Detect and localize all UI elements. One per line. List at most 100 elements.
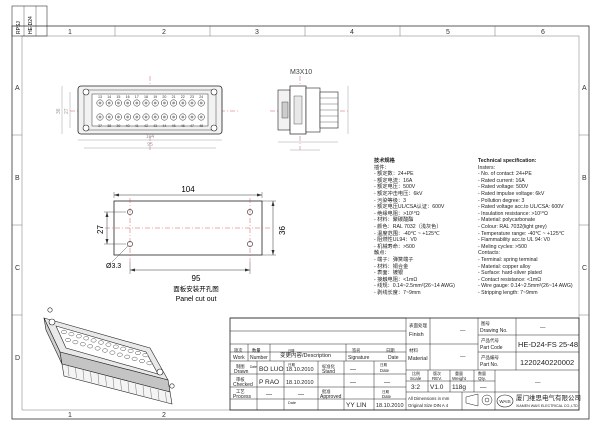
spec-cn-header: 技术规格 [374, 158, 395, 164]
weight-value: 118g [452, 384, 466, 391]
spec-en-header: Technical specification: [478, 158, 537, 164]
drawn-label-cn: 制图 [236, 363, 245, 370]
right-dash: — [535, 380, 541, 386]
iso-pins [61, 330, 153, 366]
spec-cn-line: - 颜色：RAL 7032（浅灰色） [374, 223, 442, 230]
company-logo: WAIS [496, 394, 514, 408]
qty-label-en: Qty. [478, 376, 486, 381]
contact-pin-core [172, 101, 176, 105]
iso-contact [76, 334, 82, 339]
iso-contact [83, 336, 89, 341]
spec-en-line: - Meling cycles: >500 [478, 243, 527, 250]
mounting-screw-br [210, 124, 218, 132]
dim-overall-length: 104 [181, 185, 195, 194]
scale-label-en: Scale [410, 376, 422, 381]
approved-label-en: Approved [320, 394, 342, 400]
col-number-6: 6 [541, 29, 545, 36]
company-name-cn: 厦门维思电气有限公司 [516, 393, 581, 402]
scale-label-cn: 比例 [412, 370, 420, 376]
iso-rib [90, 371, 92, 383]
approved-label-cn: 批准 [322, 388, 331, 395]
contact-pin-core [153, 101, 157, 105]
iso-contact [80, 342, 86, 347]
description-label: 变更内容/Description [280, 351, 331, 359]
cutout-hole-bl [127, 241, 133, 247]
spec-cn-line: - 额定电压：500V [374, 184, 416, 191]
drawn-name: BO LUO [259, 366, 284, 373]
finish-label-en: Finish [409, 332, 424, 338]
iso-contact [139, 359, 145, 364]
contact-pin-core [190, 115, 194, 119]
finish-value: — [460, 328, 466, 334]
contact-pin-core [172, 115, 176, 119]
pin-number-label: 19 [153, 95, 157, 99]
date-col-label-cn-a: 日期 [288, 362, 296, 367]
contact-pin-core [98, 115, 102, 119]
iso-contact [127, 348, 134, 353]
iso-rib [135, 383, 137, 395]
spec-en-line: - Pollution degree: 3 [478, 197, 525, 204]
top-view-dim-outer: 104 [146, 134, 155, 140]
dim-hole-spacing: 95 [192, 274, 201, 283]
iso-rib [142, 385, 145, 397]
pin-number-label: 38 [107, 124, 111, 128]
drawing-no-label-cn: 图号 [481, 321, 490, 327]
date-label-cn: 日期 [386, 348, 395, 354]
part-code-label-cn: 产品代号 [481, 337, 499, 344]
corner-stamp-line2: HE-D24 [28, 16, 34, 34]
spec-cn-line: - 额定数：24+PE [374, 171, 414, 178]
iso-contact [109, 350, 116, 355]
row-letter-b: B [15, 175, 20, 182]
iso-rib [150, 387, 152, 399]
pin-grid [96, 99, 205, 121]
approved-name: YY LIN [346, 402, 367, 409]
approved-date: 18.10.2010 [376, 403, 404, 409]
cutout-title-cn: 面板安装开孔图 [173, 284, 219, 293]
spec-cn-line: 触点： [374, 250, 390, 257]
title-block-text: 表面处理 Finish — 材料 Material — 图号 Drawing N… [233, 321, 581, 409]
std-label-en: Stand [322, 369, 335, 375]
mounting-screw-tr [210, 88, 218, 96]
spec-en-line: - Material: copper alloy [478, 263, 531, 270]
checked-label-cn: 审核 [236, 376, 245, 383]
pin-number-label: 39 [116, 124, 120, 128]
spec-en-line: - Material: polycarbonate [478, 217, 536, 224]
pin-number-label: 47 [190, 124, 194, 128]
iso-rib [67, 365, 70, 377]
weight-label-cn: 重量 [455, 370, 463, 376]
spec-cn-line: - 端子：弹簧端子 [374, 256, 414, 263]
contact-pin-core [126, 115, 129, 119]
iso-contact [87, 344, 93, 349]
std-dash-2: — [384, 380, 390, 386]
cutout-hole-tr [247, 209, 253, 215]
col-number-3: 3 [255, 29, 259, 36]
number-label-cn: 数量 [252, 347, 261, 354]
rev-label-cn: 版次 [433, 370, 441, 376]
spec-cn-line: - 材料：聚碳酸酯 [374, 217, 414, 224]
part-no-value: 1220240220002 [520, 358, 574, 367]
iso-contact [135, 351, 141, 356]
contact-pin-core [199, 115, 203, 119]
signature-label-cn: 签名 [352, 347, 361, 354]
iso-contact [105, 342, 112, 347]
pin-number-label: 22 [181, 95, 185, 99]
spec-cn-line: - 机械寿命：>500 [374, 243, 415, 250]
date-col-label-cn-b: 日期 [380, 362, 388, 367]
spec-en-line: - Insulation resistance: >10¹⁰Ω [478, 210, 548, 217]
checked-name: P RAO [259, 379, 279, 386]
col-number-5: 5 [446, 29, 450, 36]
contact-pin-core [117, 101, 120, 105]
pin-number-label: 20 [162, 95, 166, 99]
spec-cn-line: - 额定电压UL/CSA认证：600V [374, 204, 445, 211]
part-code-label-en: Part Code [480, 345, 503, 351]
process-label-en: Process [233, 394, 252, 400]
drawing-no-label-en: Drawing No. [480, 328, 508, 334]
corner-stamp: RPSJ HE-D24 [11, 5, 48, 37]
pin-number-label: 13 [98, 95, 102, 99]
pin-number-label: 17 [135, 95, 139, 99]
mounting-screw-bl [82, 124, 90, 132]
col-number-2: 2 [162, 29, 166, 36]
weight-label-en: Weight [452, 376, 467, 381]
